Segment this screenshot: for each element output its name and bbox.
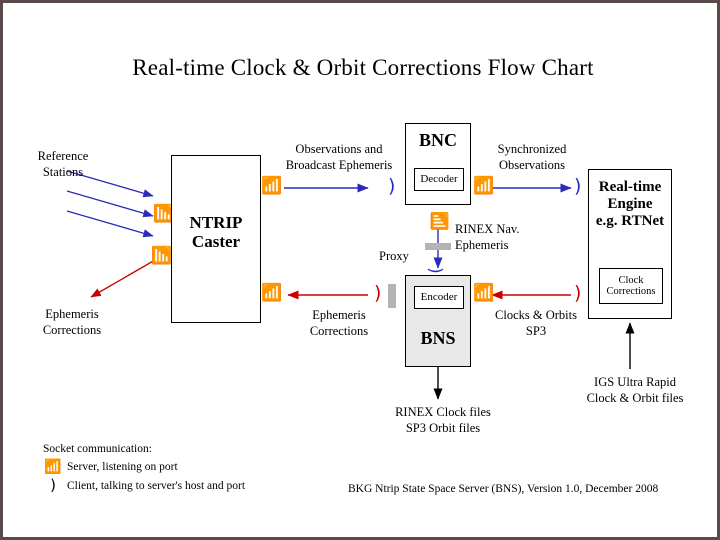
client-socket-icon-rte-out: ): [574, 282, 582, 304]
ephemeris-corrections-left-arrow: [90, 259, 156, 298]
server-socket-icon-caster-left-red: 📶: [151, 246, 173, 266]
ephemeris-corrections-left-line2: Corrections: [42, 322, 102, 337]
proxy-bar-vertical: [425, 243, 451, 250]
clocks-orbits-label: Clocks & Orbits SP3: [476, 308, 596, 339]
realtime-engine-box[interactable]: Real-time Engine e.g. RTNet Clock Correc…: [588, 169, 672, 319]
client-socket-icon-rte-in: ): [574, 175, 582, 197]
legend-server-text: Server, listening on port: [67, 461, 178, 473]
rinex-clock-files-line2: SP3 Orbit files: [405, 420, 481, 435]
bns-title: BNS: [420, 328, 456, 348]
ntrip-caster-line1: NTRIP: [189, 213, 243, 232]
footer-credit: BKG Ntrip State Space Server (BNS), Vers…: [348, 483, 659, 495]
ephemeris-corrections-left-label: Ephemeris Corrections: [17, 307, 127, 338]
bnc-box[interactable]: BNC Decoder: [405, 123, 471, 205]
proxy-bar-horizontal: [388, 284, 396, 308]
reference-station-arrows: [66, 170, 154, 238]
rinex-nav-ephemeris-label: RINEX Nav. Ephemeris: [455, 222, 555, 253]
rinex-clock-files-label: RINEX Clock files SP3 Orbit files: [363, 405, 523, 436]
legend: Socket communication: 📶 Server, listenin…: [43, 443, 373, 497]
clock-corrections-subbox[interactable]: Clock Corrections: [599, 268, 663, 304]
realtime-engine-line1: Real-time: [598, 179, 662, 195]
server-socket-icon-caster-right-top: 📶: [261, 176, 283, 196]
bnc-title: BNC: [418, 130, 457, 150]
realtime-engine-line3: e.g. RTNet: [595, 212, 665, 229]
reference-stations-line2: Stations: [42, 164, 84, 179]
ntrip-caster-line2: Caster: [191, 232, 241, 252]
observations-broadcast-label: Observations and Broadcast Ephemeris: [265, 142, 413, 173]
server-socket-icon: 📶: [44, 459, 62, 475]
legend-row-client: ) Client, talking to server's host and p…: [43, 478, 373, 493]
server-socket-icon-bns-in-right: 📶: [473, 283, 495, 303]
synchronized-observations-line1: Synchronized: [497, 142, 567, 156]
server-socket-icon-caster-right-bottom: 📶: [261, 283, 283, 303]
clock-corrections-line2: Corrections: [606, 286, 656, 297]
client-socket-icon: ): [50, 476, 56, 494]
realtime-engine-line2: Engine: [607, 195, 653, 212]
ntrip-caster-box[interactable]: NTRIP Caster: [171, 155, 261, 323]
reference-stations-label: Reference Stations: [13, 149, 113, 180]
clocks-orbits-line2: SP3: [525, 323, 547, 338]
igs-ultra-rapid-line1: IGS Ultra Rapid: [594, 375, 676, 389]
igs-ultra-rapid-label: IGS Ultra Rapid Clock & Orbit files: [559, 375, 711, 406]
synchronized-observations-line2: Observations: [499, 157, 565, 172]
clock-corrections-line1: Clock: [618, 274, 644, 286]
client-socket-icon-bnc-in: ): [388, 175, 396, 197]
bns-box[interactable]: Encoder BNS: [405, 275, 471, 367]
igs-ultra-rapid-line2: Clock & Orbit files: [586, 390, 684, 405]
server-socket-icon-bnc-out: 📶: [473, 176, 495, 196]
ephemeris-corrections-mid-line1: Ephemeris: [312, 308, 366, 322]
ephemeris-corrections-mid-line2: Corrections: [309, 323, 369, 338]
proxy-label: Proxy: [379, 249, 409, 263]
clocks-orbits-line1: Clocks & Orbits: [495, 308, 577, 322]
legend-heading: Socket communication:: [43, 443, 152, 455]
decoder-subbox[interactable]: Decoder: [414, 168, 464, 191]
rinex-nav-line2: Ephemeris: [455, 237, 509, 252]
server-socket-icon-rinex-down: 📶: [429, 211, 449, 231]
observations-broadcast-line1: Observations and: [295, 142, 383, 156]
client-socket-icon-bns-out-left: ): [374, 282, 382, 304]
observations-broadcast-line2: Broadcast Ephemeris: [285, 157, 393, 172]
client-socket-icon-rinex-in: ): [424, 267, 445, 274]
legend-row-server: 📶 Server, listening on port: [43, 460, 373, 474]
rinex-nav-line1: RINEX Nav.: [455, 222, 520, 236]
ephemeris-corrections-mid-label: Ephemeris Corrections: [279, 308, 399, 339]
reference-stations-line1: Reference: [37, 149, 89, 163]
ephemeris-corrections-left-line1: Ephemeris: [45, 307, 99, 321]
synchronized-observations-label: Synchronized Observations: [473, 142, 591, 173]
encoder-subbox[interactable]: Encoder: [414, 286, 464, 309]
page-title: Real-time Clock & Orbit Corrections Flow…: [132, 55, 594, 80]
legend-client-text: Client, talking to server's host and por…: [67, 479, 246, 492]
rinex-clock-files-line1: RINEX Clock files: [395, 405, 491, 419]
